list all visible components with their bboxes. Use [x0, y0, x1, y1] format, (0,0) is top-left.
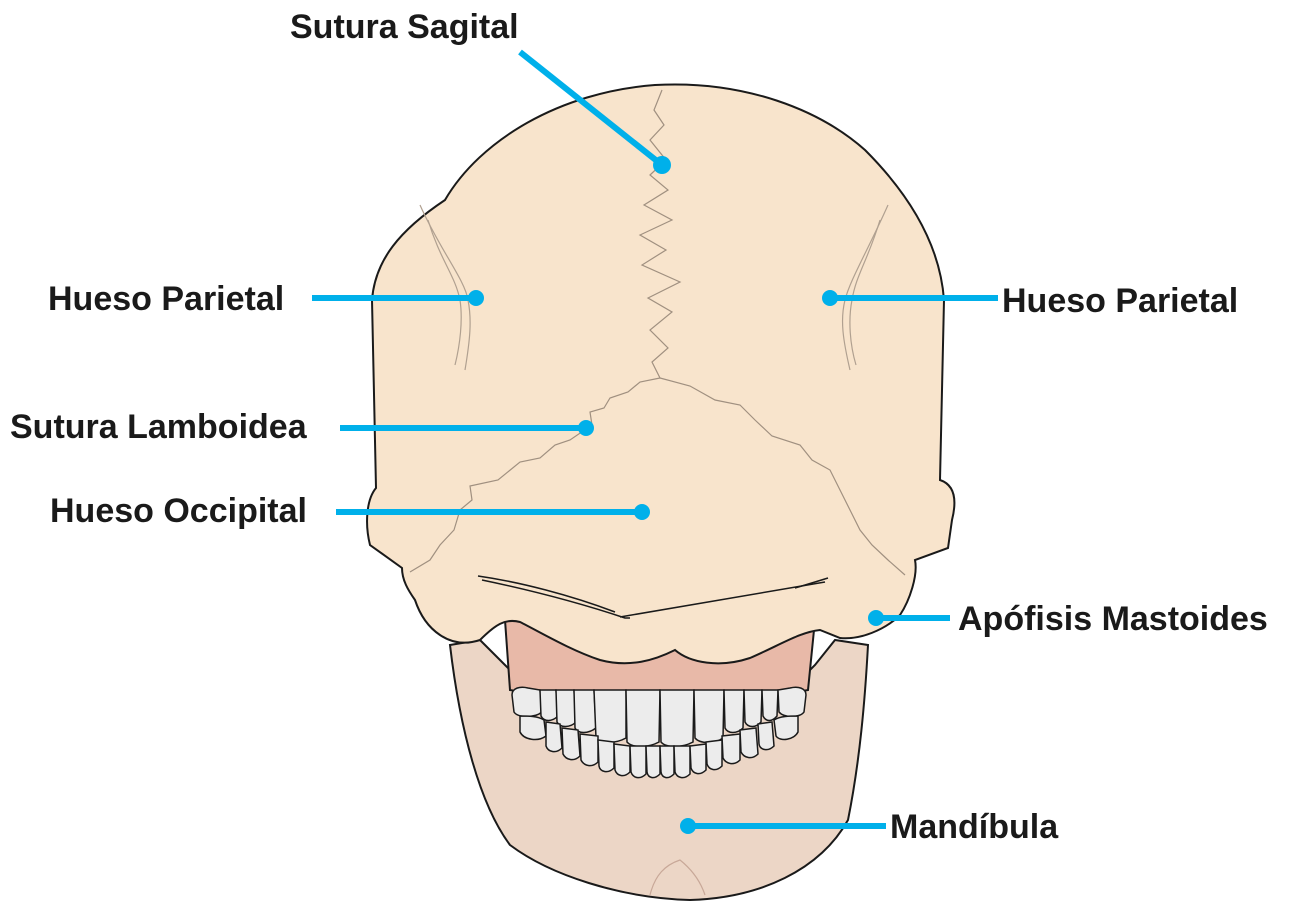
label-mandible: Mandíbula: [890, 810, 1058, 844]
label-lambdoid-suture: Sutura Lamboidea: [10, 410, 307, 444]
label-mastoid: Apófisis Mastoides: [958, 602, 1268, 636]
pointer-dot-lambdoid: [578, 420, 594, 436]
pointer-dot-parietal-left: [468, 290, 484, 306]
label-parietal-right: Hueso Parietal: [1002, 284, 1238, 318]
pointer-dot-parietal-right: [822, 290, 838, 306]
pointer-dot-sagittal: [653, 156, 671, 174]
pointer-dot-mandible: [680, 818, 696, 834]
pointer-dot-occipital: [634, 504, 650, 520]
label-occipital: Hueso Occipital: [50, 494, 307, 528]
label-parietal-left: Hueso Parietal: [48, 282, 284, 316]
pointer-dot-mastoid: [868, 610, 884, 626]
label-sagittal-suture: Sutura Sagital: [290, 10, 519, 44]
